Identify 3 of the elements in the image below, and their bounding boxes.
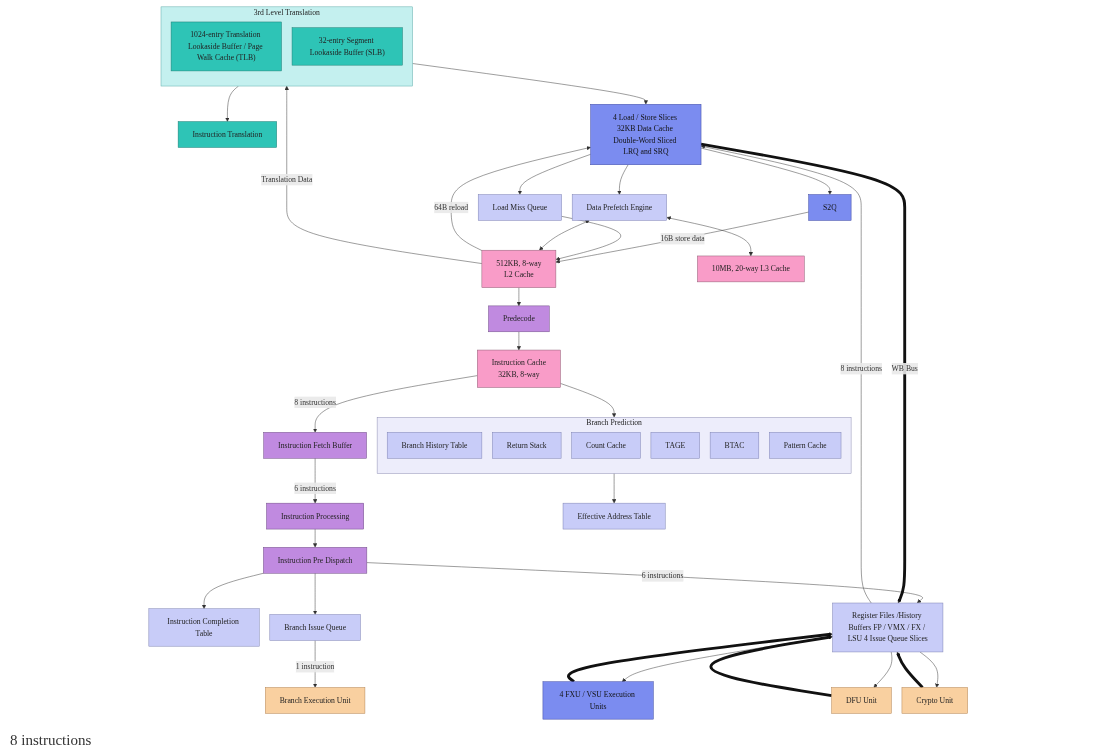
- arrow: [896, 651, 924, 688]
- arrow: [709, 634, 833, 697]
- note-label: 8 instructions: [10, 732, 92, 748]
